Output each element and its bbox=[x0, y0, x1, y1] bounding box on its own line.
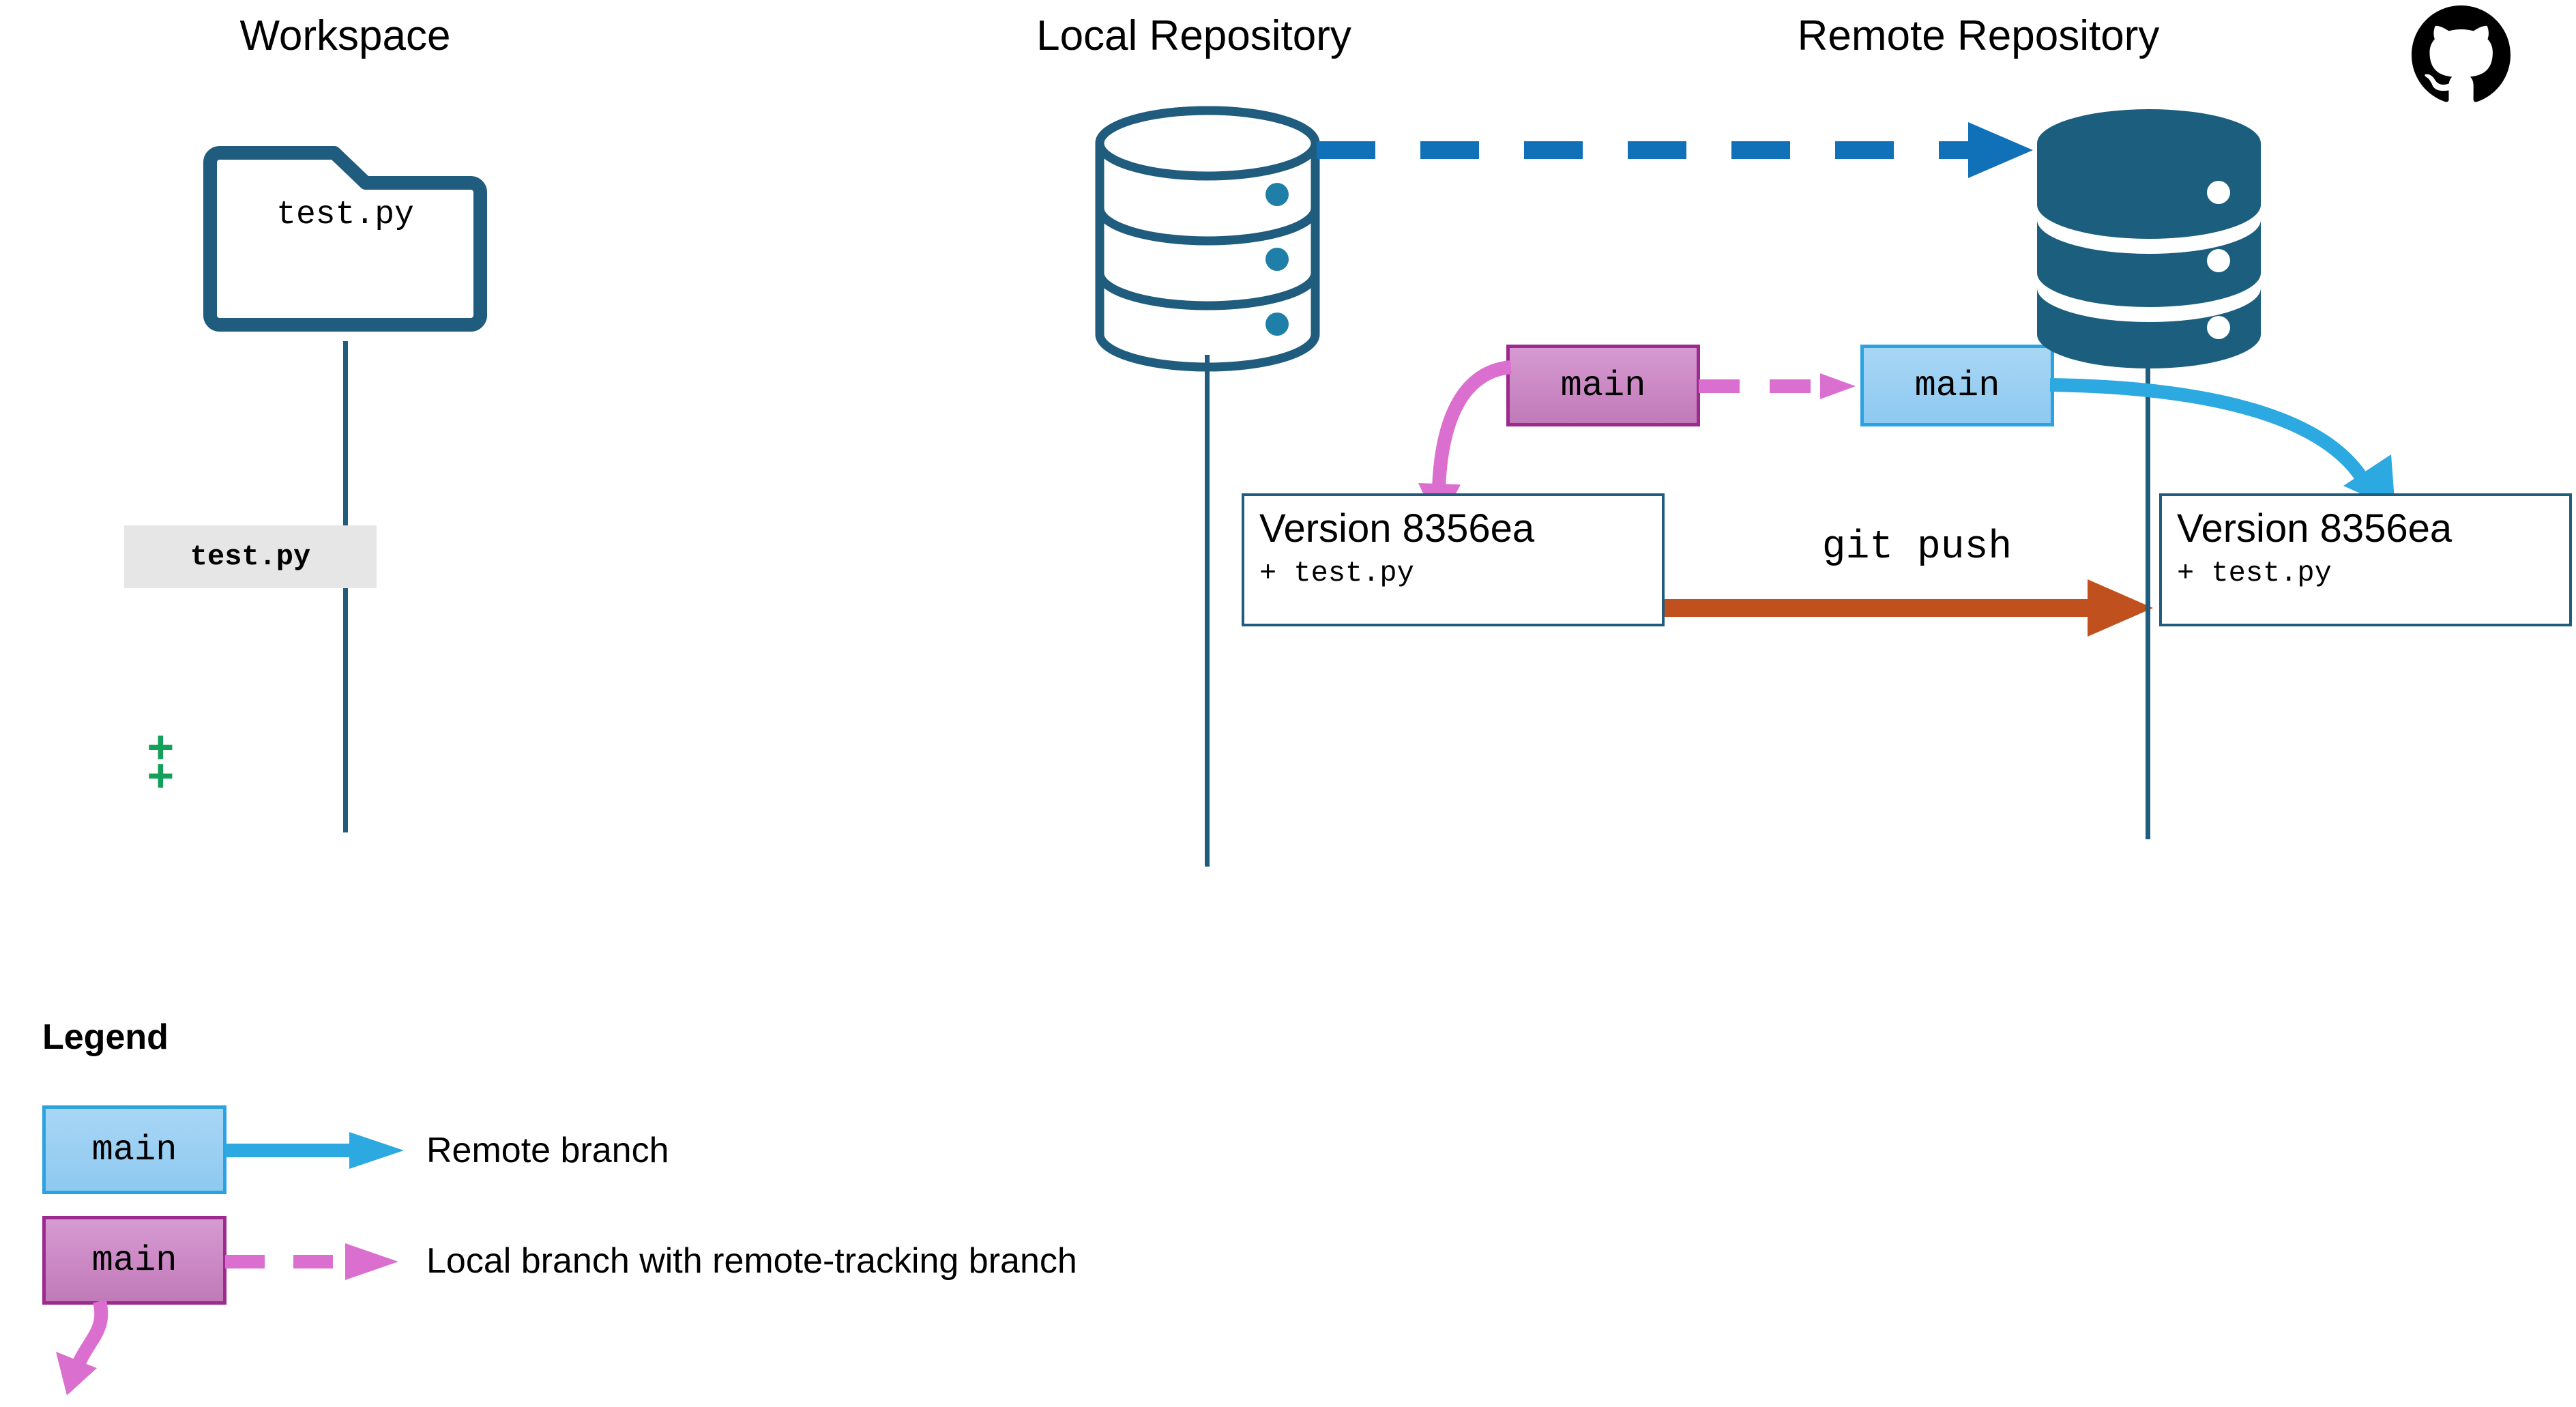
remote-repository-lifeline bbox=[2146, 348, 2150, 839]
remote-repository-title: Remote Repository bbox=[1797, 12, 2160, 59]
github-logo-icon bbox=[2412, 5, 2511, 104]
remote-repository-cylinder-icon bbox=[2033, 102, 2265, 375]
added-lines-marker: + + bbox=[147, 725, 175, 807]
legend-remote-branch-label: Remote branch bbox=[426, 1131, 669, 1170]
local-repository-cylinder-icon bbox=[1092, 102, 1323, 375]
tracking-dashed-arrow bbox=[1699, 372, 1862, 401]
remote-version-title: Version 8356ea bbox=[2177, 506, 2453, 551]
legend-local-branch-label: Local branch with remote-tracking branch bbox=[426, 1241, 1077, 1281]
remote-tracking-branch-box[interactable]: main bbox=[1860, 345, 2054, 426]
git-push-label: git push bbox=[1821, 525, 2012, 570]
clone-dashed-arrow bbox=[1317, 119, 2053, 181]
legend-branch-pointer-arrow bbox=[55, 1299, 171, 1407]
staged-file-chip: test.py bbox=[124, 525, 377, 588]
legend-local-branch-arrow bbox=[225, 1241, 409, 1283]
legend-remote-branch-arrow bbox=[225, 1129, 409, 1172]
remote-version-box: Version 8356ea + test.py bbox=[2159, 493, 2572, 626]
remote-version-file: + test.py bbox=[2177, 556, 2332, 590]
local-repository-lifeline bbox=[1205, 355, 1210, 867]
local-version-title: Version 8356ea bbox=[1259, 506, 1535, 551]
legend-local-branch-chip: main bbox=[42, 1216, 226, 1305]
local-repository-title: Local Repository bbox=[1036, 12, 1351, 59]
legend-title: Legend bbox=[42, 1017, 169, 1057]
local-branch-box[interactable]: main bbox=[1506, 345, 1700, 426]
workspace-folder-icon: test.py bbox=[203, 136, 487, 341]
workspace-folder-filename: test.py bbox=[276, 197, 414, 233]
local-version-box: Version 8356ea + test.py bbox=[1242, 493, 1665, 626]
git-push-arrow bbox=[1665, 577, 2156, 639]
local-version-file: + test.py bbox=[1259, 556, 1414, 590]
workspace-title: Workspace bbox=[239, 12, 451, 59]
legend-remote-branch-chip: main bbox=[42, 1105, 226, 1194]
